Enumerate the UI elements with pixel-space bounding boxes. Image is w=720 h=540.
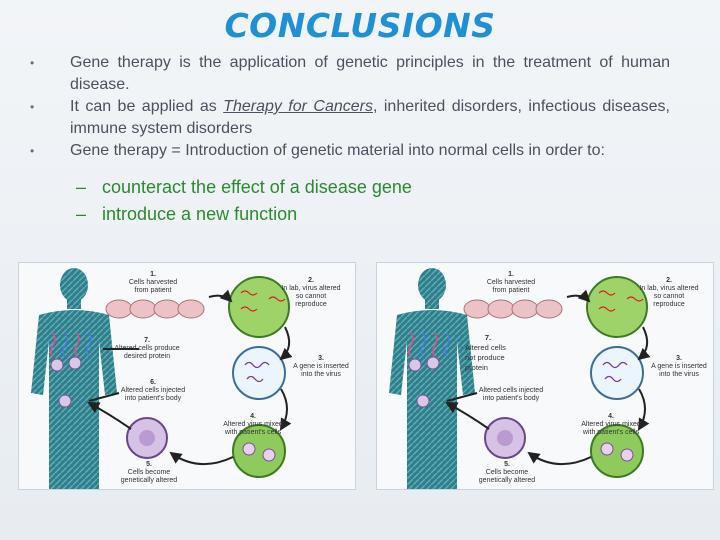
bullet-text: It can be applied as — [70, 98, 224, 115]
sub-bullet-list: –counteract the effect of a disease gene… — [76, 174, 676, 228]
bullet-dot: • — [30, 56, 35, 70]
bullet-dot: • — [30, 100, 35, 114]
step5-label: 5.Cells become genetically altered — [478, 461, 536, 484]
step2-label: 2.In lab, virus altered so cannot reprod… — [281, 277, 341, 308]
step3-label: 3.A gene is inserted into the virus — [651, 355, 707, 378]
bullet-item: • Gene therapy = Introduction of genetic … — [30, 140, 670, 162]
step1-label: 1.Cells harvested from patient — [128, 271, 178, 294]
step4-label: 4.Altered virus mixed with patient's cel… — [223, 413, 283, 436]
virus-dish-step4 — [590, 424, 644, 478]
bullet-text: Gene therapy is the application of genet… — [70, 54, 670, 93]
human-body-figure — [389, 268, 475, 489]
bullet-text: , inherited disorders, infectious diseas… — [70, 98, 670, 137]
step7-label: 7.Altered cells not produce protein — [465, 333, 506, 372]
human-body-figure — [31, 268, 117, 489]
dna-strands — [408, 332, 450, 358]
sub-bullet-text: introduce a new function — [102, 204, 298, 224]
bullet-item: • It can be applied as Therapy for Cancer… — [30, 96, 670, 140]
sub-bullet-item: –counteract the effect of a disease gene — [76, 174, 676, 201]
step1-label: 1.Cells harvested from patient — [486, 271, 536, 294]
sub-bullet-text: counteract the effect of a disease gene — [102, 177, 412, 197]
virus-dish-step3 — [590, 346, 644, 400]
virus-dish-step2 — [586, 276, 648, 338]
therapy-for-cancers-link[interactable]: Therapy for Cancers — [223, 98, 373, 115]
bullet-item: • Gene therapy is the application of gene… — [30, 52, 670, 96]
harvested-cells — [463, 299, 563, 319]
step6-label: 6.Altered cells injected into patient's … — [120, 379, 186, 402]
gene-therapy-diagram-left: 1.Cells harvested from patient 2.In lab,… — [18, 262, 356, 490]
sub-bullet-item: –introduce a new function — [76, 201, 676, 228]
step3-label: 3.A gene is inserted into the virus — [293, 355, 349, 378]
gene-therapy-diagram-right: 1.Cells harvested from patient 2.In lab,… — [376, 262, 714, 490]
diagram-art — [31, 268, 293, 489]
virus-dish-step3 — [232, 346, 286, 400]
step4-label: 4.Altered virus mixed with patient's cel… — [581, 413, 641, 436]
step7-label: 7.Altered cells produce desired protein — [114, 337, 180, 360]
bullet-list: • Gene therapy is the application of gene… — [30, 52, 670, 162]
step5-label: 5.Cells become genetically altered — [120, 461, 178, 484]
virus-dish-step2 — [228, 276, 290, 338]
step6-label: Altered cells injected into patient's bo… — [478, 387, 544, 402]
slide-title: CONCLUSIONS — [224, 6, 496, 45]
bullet-text: Gene therapy = Introduction of genetic m… — [70, 142, 605, 159]
bullet-dot: • — [30, 144, 35, 158]
virus-dish-step4 — [232, 424, 286, 478]
step2-label: 2.In lab, virus altered so cannot reprod… — [639, 277, 699, 308]
sub-bullet-dash: – — [76, 204, 87, 224]
dna-strands — [50, 332, 92, 358]
harvested-cells — [105, 299, 205, 319]
diagram-art — [389, 268, 651, 489]
sub-bullet-dash: – — [76, 177, 87, 197]
